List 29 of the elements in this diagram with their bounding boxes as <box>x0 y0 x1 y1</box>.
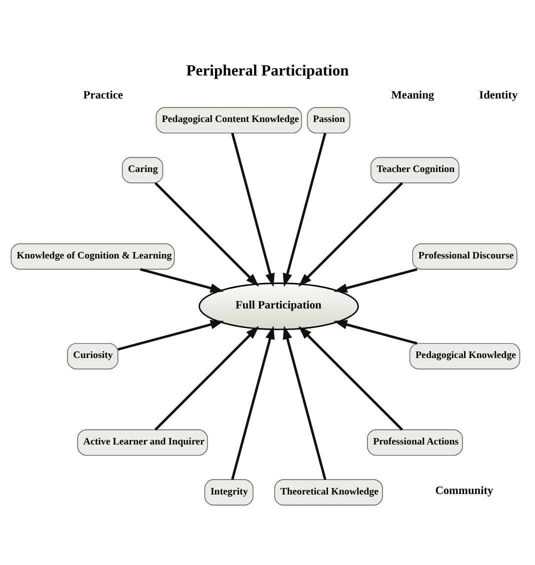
arrow <box>231 132 275 286</box>
node-box: Caring <box>122 156 164 183</box>
node-box: Professional Actions <box>367 428 463 456</box>
diagram-title: Peripheral Participation <box>186 62 349 79</box>
arrow <box>282 132 326 286</box>
node-box: Integrity <box>204 478 254 506</box>
node-box: Active Learner and Inquirer <box>77 428 208 456</box>
label: Practice <box>83 88 123 101</box>
arrow <box>298 325 403 430</box>
node-box: Knowledge of Cognition & Learning <box>10 242 175 270</box>
label: Community <box>435 484 494 497</box>
node-box: Pedagogical Content Knowledge <box>156 106 302 133</box>
arrow <box>282 325 326 480</box>
node-box: Curiosity <box>67 342 118 369</box>
arrow <box>118 319 224 350</box>
label: Identity <box>479 88 518 101</box>
arrow <box>140 268 224 292</box>
node-box: Pedagogical Knowledge <box>409 342 520 369</box>
arrow <box>334 319 418 344</box>
arrow <box>154 325 260 430</box>
node-box: Theoretical Knowledge <box>274 478 383 506</box>
node-box: Professional Discourse <box>412 242 518 270</box>
node-box: Passion <box>306 106 350 133</box>
arrow <box>334 268 418 292</box>
node-box: Teacher Cognition <box>370 156 460 183</box>
label: Meaning <box>391 88 434 101</box>
arrow <box>298 182 403 286</box>
arrow <box>154 182 260 286</box>
arrow <box>231 325 275 480</box>
